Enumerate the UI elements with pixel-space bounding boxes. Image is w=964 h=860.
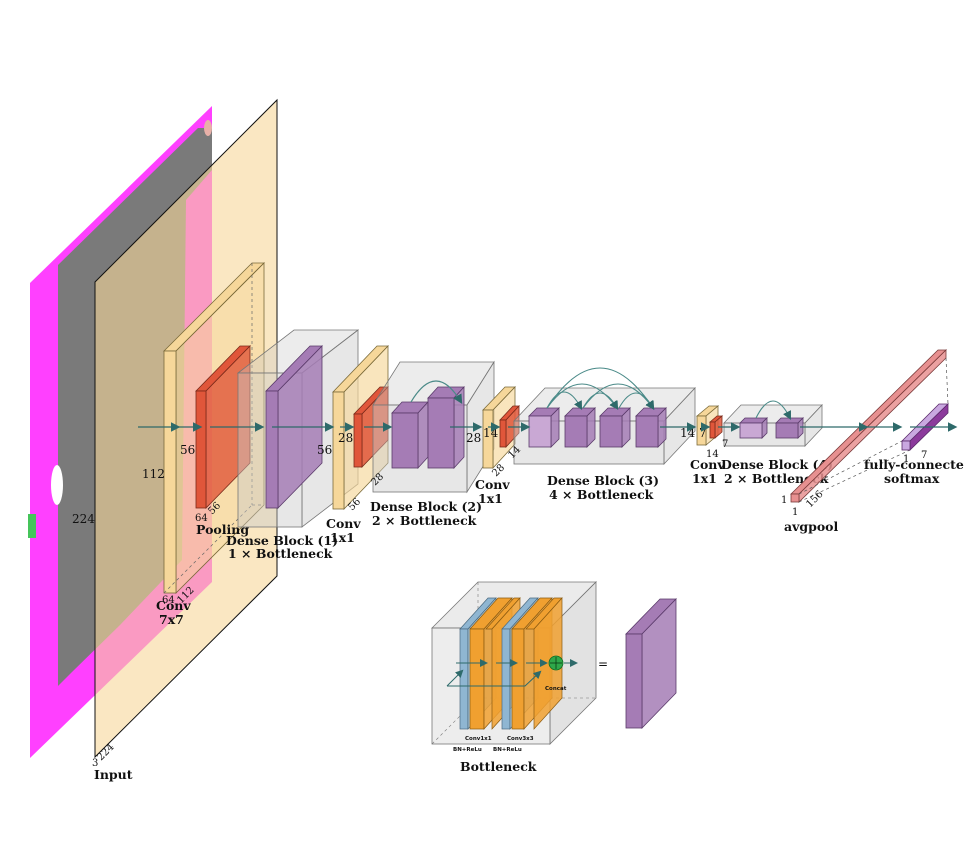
conv7-label-line2: 7x7 xyxy=(159,612,184,627)
input-height: 224 xyxy=(72,512,95,526)
fc-height: 1 xyxy=(903,454,909,465)
conv7-height: 112 xyxy=(142,467,165,481)
dense-block-2: 28 28 Dense Block (2) 2 × Bottleneck xyxy=(369,360,495,528)
conv3-height: 7 xyxy=(699,426,707,440)
conv2-height: 14 xyxy=(483,426,499,440)
conv2-label-line2: 1x1 xyxy=(478,491,503,506)
dense1-height: 56 xyxy=(317,443,332,457)
conv2-label-line1: Conv xyxy=(475,477,510,492)
input-channels: 3 xyxy=(92,758,98,769)
bn-a-label: BN+ReLu xyxy=(453,747,482,753)
fc-label-line2: softmax xyxy=(884,471,940,486)
concat-label: Concat xyxy=(545,686,567,692)
dense3-height: 14 xyxy=(680,426,696,440)
dense4-label-line1: Dense Block (4) xyxy=(721,457,833,472)
pooling-channels: 64 xyxy=(195,513,208,524)
dense2-label-line1: Dense Block (2) xyxy=(370,499,482,514)
fc-width: 7 xyxy=(921,450,927,461)
dense3-label-line2: 4 × Bottleneck xyxy=(549,487,654,502)
dense-block-3: 14 14 Dense Block (3) 4 × Bottleneck xyxy=(506,367,696,502)
conv7-label-line1: Conv xyxy=(156,598,191,613)
dense1-label-line2: 1 × Bottleneck xyxy=(228,546,333,561)
pooling-height: 56 xyxy=(180,443,195,457)
conv1-label-line2: 1x1 xyxy=(330,530,355,545)
bottleneck-detail: Concat Conv1x1 Conv3x3 BN+ReLu BN+ReLu B… xyxy=(431,581,597,774)
conv2-layer: 14 28 Conv 1x1 xyxy=(475,386,520,506)
dense3-label-line1: Dense Block (3) xyxy=(547,473,659,488)
conv3-width: 14 xyxy=(706,449,719,460)
fc-label-line1: fully-connected xyxy=(864,457,964,472)
conv3-label-line2: 1x1 xyxy=(692,471,717,486)
equals-sign: = xyxy=(598,657,608,671)
conv1-label-line1: Conv xyxy=(326,516,361,531)
dense4-height: 7 xyxy=(722,439,728,450)
pooling-label: Pooling xyxy=(196,522,249,537)
dense1-label-line1: Dense Block (1) xyxy=(226,533,338,548)
input-label: Input xyxy=(94,767,133,782)
avgpool-width: 1 xyxy=(792,507,798,518)
conv7-channels: 64 xyxy=(162,595,175,606)
conv-a-label: Conv1x1 xyxy=(465,736,492,742)
avgpool-label: avgpool xyxy=(784,519,839,534)
bottleneck-result-block xyxy=(625,598,677,729)
conv-b-label: Conv3x3 xyxy=(507,736,534,742)
avgpool-layer: 1 1 156 avgpool xyxy=(781,349,947,534)
bottleneck-label: Bottleneck xyxy=(460,759,537,774)
dense-block-4: 7 Dense Block (4) 2 × Bottleneck xyxy=(721,400,833,486)
dense2-height: 28 xyxy=(466,431,481,445)
conv1-height: 28 xyxy=(338,431,353,445)
bn-b-label: BN+ReLu xyxy=(493,747,522,753)
avgpool-height: 1 xyxy=(781,495,787,506)
dense2-label-line2: 2 × Bottleneck xyxy=(372,513,477,528)
conv3-label-line1: Conv xyxy=(690,457,725,472)
